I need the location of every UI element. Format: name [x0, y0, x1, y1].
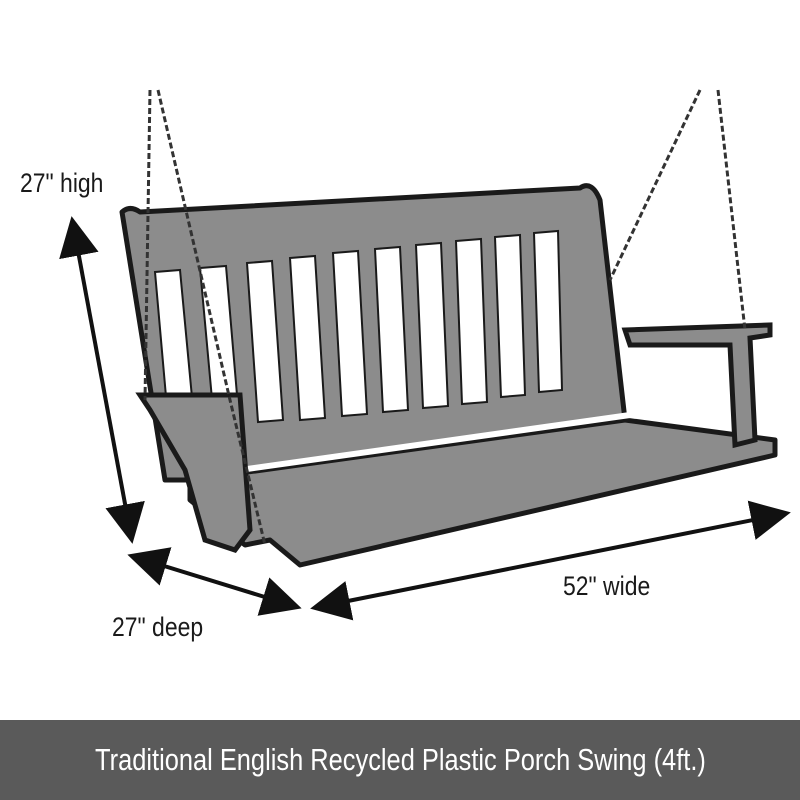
height-label: 27" high: [20, 168, 104, 198]
chains: [143, 89, 747, 546]
depth-arrow: [127, 547, 302, 616]
dimension-arrows: [59, 216, 791, 621]
width-label: 52" wide: [563, 571, 651, 601]
title-banner: Traditional English Recycled Plastic Por…: [0, 720, 800, 800]
depth-label: 27" deep: [112, 612, 204, 642]
width-arrow: [310, 500, 791, 621]
swing-slats: [153, 229, 564, 444]
product-title: Traditional English Recycled Plastic Por…: [94, 742, 706, 777]
swing-armrests: [135, 322, 773, 553]
height-arrow: [59, 216, 145, 544]
